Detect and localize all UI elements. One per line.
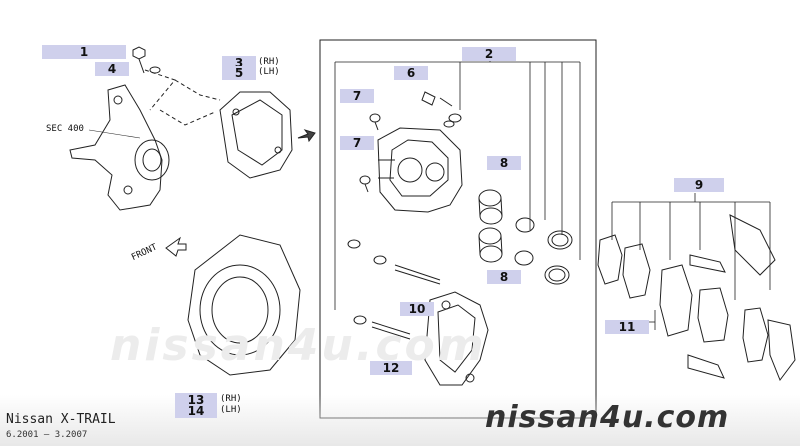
callout-12[interactable]: 12 <box>370 361 412 375</box>
caliper-bracket-3-5 <box>219 91 316 179</box>
callout-5[interactable]: 5 <box>222 66 256 80</box>
caliper-body <box>377 127 463 213</box>
brake-pads <box>597 214 796 382</box>
lh-label-14: (LH) <box>220 405 242 415</box>
bolt-and-washer <box>132 46 221 126</box>
torque-member <box>424 291 489 386</box>
pistons-8 <box>478 189 573 285</box>
callout-11[interactable]: 11 <box>605 320 649 334</box>
bleeder-part-6 <box>421 91 462 128</box>
callout-10[interactable]: 10 <box>400 302 434 316</box>
leader-lines-9 <box>611 193 771 330</box>
callout-13[interactable]: 13 <box>175 393 217 407</box>
callout-7-lower[interactable]: 7 <box>340 136 374 150</box>
vehicle-name: Nissan X-TRAIL <box>6 412 116 427</box>
callout-8-upper[interactable]: 8 <box>487 156 521 170</box>
callout-7-upper[interactable]: 7 <box>340 89 374 103</box>
guide-pins <box>347 239 441 340</box>
callout-1[interactable]: 1 <box>42 45 126 59</box>
watermark-large: nissan4u.com <box>110 320 487 371</box>
leader-lines-2 <box>334 55 581 310</box>
callout-2[interactable]: 2 <box>462 47 516 61</box>
rh-label-3: (RH) <box>258 57 280 67</box>
watermark-brand: nissan4u.com <box>485 400 730 435</box>
callout-14[interactable]: 14 <box>175 404 217 418</box>
footer-band <box>0 395 800 446</box>
callout-8-lower[interactable]: 8 <box>487 270 521 284</box>
sec-400-label: SEC 400 <box>46 124 84 134</box>
dust-shield <box>187 234 301 376</box>
front-arrow <box>165 236 187 257</box>
steering-knuckle <box>69 84 170 211</box>
screws-7 <box>359 113 381 193</box>
rh-label-13: (RH) <box>220 394 242 404</box>
callout-6[interactable]: 6 <box>394 66 428 80</box>
callout-4[interactable]: 4 <box>95 62 129 76</box>
production-dates: 6.2001 – 3.2007 <box>6 430 88 440</box>
lh-label-5: (LH) <box>258 67 280 77</box>
callout-9[interactable]: 9 <box>674 178 724 192</box>
